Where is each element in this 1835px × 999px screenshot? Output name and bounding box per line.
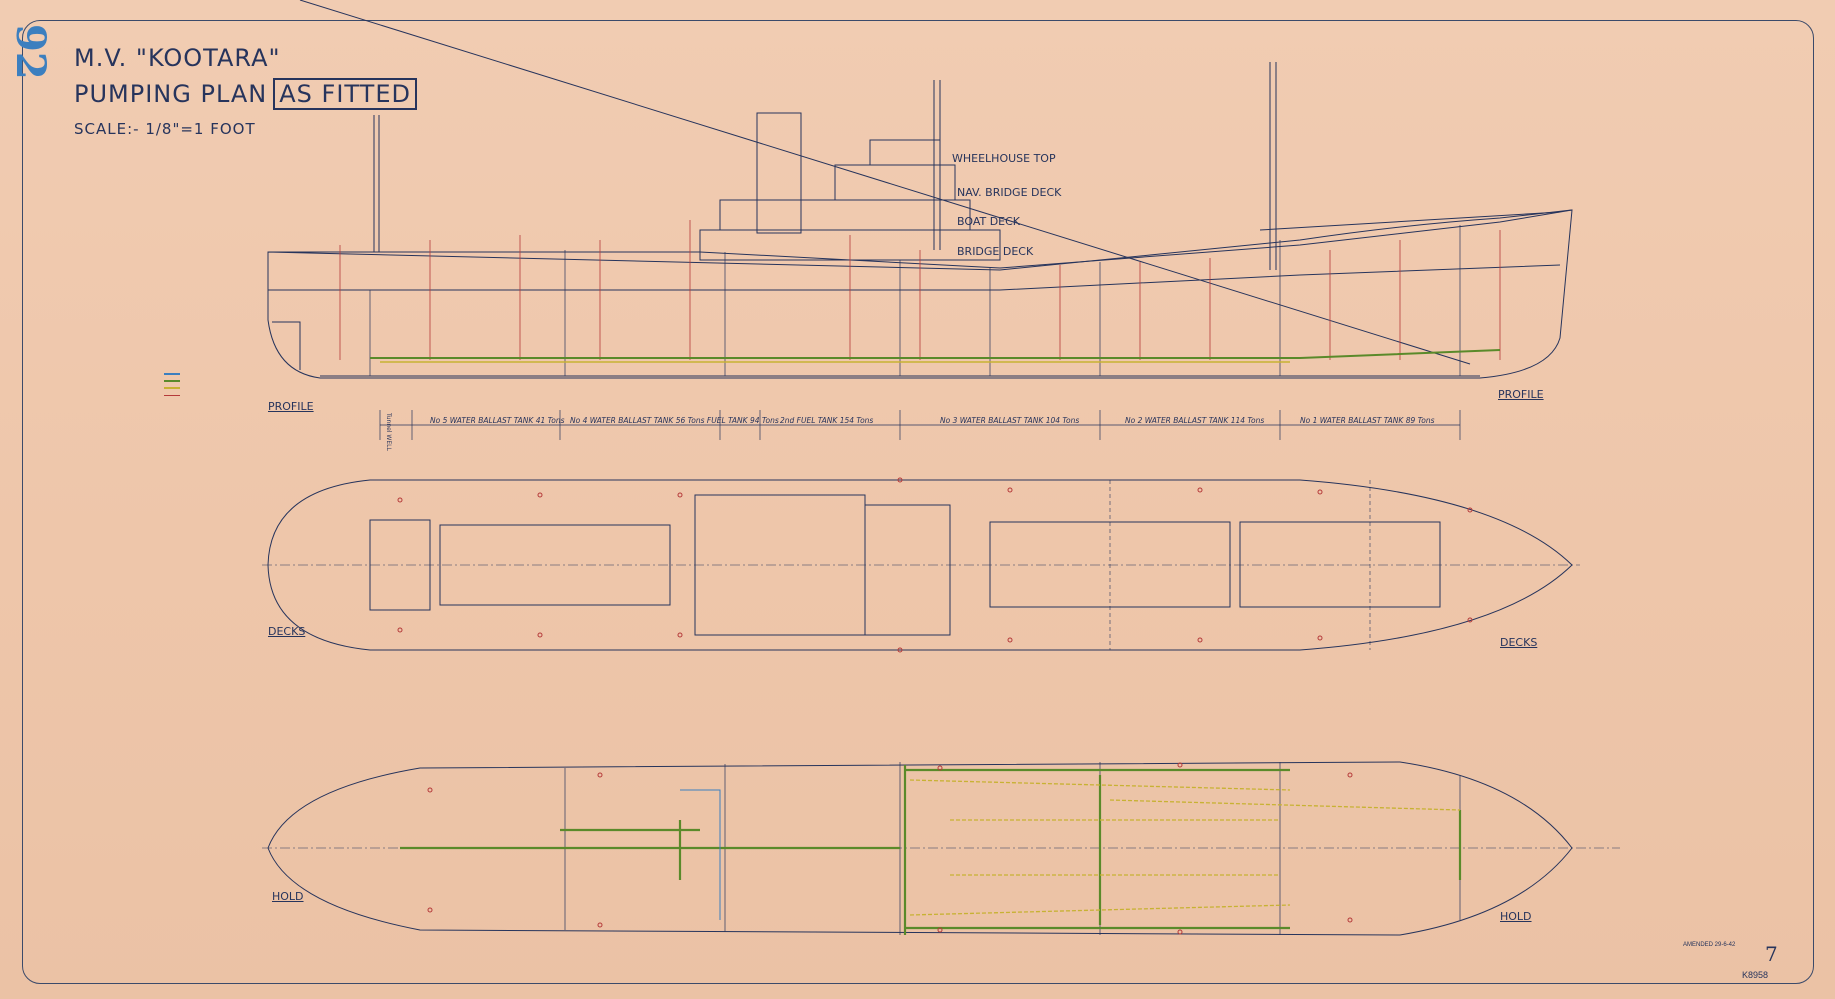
- profile-main-deck: [268, 264, 1561, 291]
- sheet-border: [22, 20, 1814, 984]
- wheelhouse: [869, 139, 941, 166]
- hatch-fore: [1239, 521, 1441, 608]
- funnel: [756, 112, 802, 234]
- engine-casing-plan: [864, 504, 951, 636]
- deck-label-wheelhouse-top: WHEELHOUSE TOP: [952, 152, 1056, 165]
- colour-legend: [30, 370, 180, 399]
- tank-dimension-strip: [379, 410, 1461, 440]
- tank-label-tunnel-well: Tunnel WELL: [385, 413, 392, 451]
- plan-title-text: PUMPING PLAN: [74, 80, 268, 108]
- stern-frame: [272, 321, 301, 370]
- ship-name: M.V. "KOOTARA": [74, 44, 281, 72]
- view-label-profile-left: PROFILE: [268, 400, 314, 413]
- decks-view: [262, 477, 1580, 653]
- profile-view: [267, 0, 1573, 379]
- view-label-decks-right: DECKS: [1500, 636, 1538, 649]
- forecastle: [1259, 211, 1561, 231]
- plan-scale: SCALE:- 1/8"=1 FOOT: [74, 120, 256, 138]
- view-label-profile-right: PROFILE: [1498, 388, 1544, 401]
- tank-label-no5: No 5 WATER BALLAST TANK 41 Tons: [430, 416, 565, 425]
- tank-label-no4: No 4 WATER BALLAST TANK 56 Tons FUEL TAN…: [570, 416, 779, 425]
- hatch-aft: [439, 524, 671, 606]
- tank-label-2nd-fuel: 2nd FUEL TANK 154 Tons: [780, 416, 874, 425]
- view-label-hold-left: HOLD: [272, 890, 304, 903]
- hold-view: [262, 761, 1620, 936]
- deck-label-bridge-deck: BRIDGE DECK: [957, 245, 1034, 258]
- deck-label-nav-bridge: NAV. BRIDGE DECK: [957, 186, 1062, 199]
- profile-upper-deck: [268, 209, 1573, 269]
- plan-status: AS FITTED: [273, 78, 417, 110]
- amendment-note: AMENDED 29-6-42: [1683, 942, 1736, 948]
- sheet-number: 7: [1765, 942, 1778, 966]
- profile-double-bottom: [299, 0, 1471, 365]
- deck-label-boat-deck: BOAT DECK: [957, 215, 1021, 228]
- profile-hull: [267, 209, 1573, 379]
- tank-label-no3: No 3 WATER BALLAST TANK 104 Tons: [940, 416, 1080, 425]
- tank-label-no1: No 1 WATER BALLAST TANK 89 Tons: [1300, 416, 1435, 425]
- view-label-hold-right: HOLD: [1500, 910, 1532, 923]
- hatch-aft-2: [369, 519, 431, 611]
- tank-label-no2: No 2 WATER BALLAST TANK 114 Tons: [1125, 416, 1265, 425]
- view-label-decks-left: DECKS: [268, 625, 306, 638]
- reference-number: K8958: [1742, 970, 1769, 980]
- nav-bridge-house: [834, 164, 956, 201]
